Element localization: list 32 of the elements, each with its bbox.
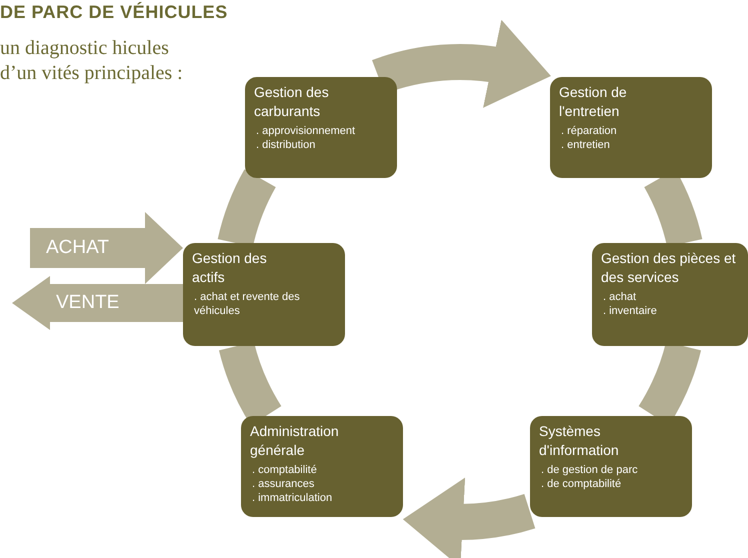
block-arrow bbox=[30, 212, 183, 284]
edge-label: VENTE bbox=[56, 292, 120, 314]
list-item: . approvisionnement bbox=[255, 124, 356, 138]
process-box bbox=[183, 243, 345, 346]
list-item: . distribution bbox=[255, 138, 316, 152]
box-heading: Systèmes d'information bbox=[539, 422, 620, 460]
intro-text: un diagnostic hicules d’un vités principales : bbox=[0, 36, 184, 86]
process-box bbox=[530, 416, 692, 517]
list-item: . comptabilité bbox=[251, 463, 317, 477]
process-box bbox=[592, 243, 748, 346]
box-heading: Gestion de l'entretien bbox=[559, 83, 628, 121]
process-box bbox=[245, 77, 397, 178]
edge-label: ACHAT bbox=[46, 237, 109, 259]
list-item: . immatriculation bbox=[251, 491, 332, 505]
title: DE PARC DE VÉHICULES bbox=[0, 2, 228, 23]
box-heading: Gestion des carburants bbox=[254, 83, 330, 121]
box-heading: Administration générale bbox=[250, 422, 340, 460]
list-item: . assurances bbox=[251, 477, 314, 491]
process-box bbox=[550, 77, 712, 178]
list-item: . réparation bbox=[560, 124, 617, 138]
list-item: . entretien bbox=[560, 138, 610, 152]
box-heading: Gestion des actifs bbox=[192, 249, 268, 287]
list-item: . de gestion de parc bbox=[540, 463, 638, 477]
list-item: . de comptabilité bbox=[540, 477, 622, 491]
list-item: . inventaire bbox=[602, 304, 657, 318]
list-item: . achat et revente des véhicules bbox=[193, 290, 301, 318]
block-arrow bbox=[12, 276, 183, 330]
process-box bbox=[241, 416, 403, 517]
cycle-arrow bbox=[372, 20, 552, 110]
list-item: . achat bbox=[602, 290, 636, 304]
cycle-arrow bbox=[402, 476, 534, 558]
box-heading: Gestion des pièces et des services bbox=[601, 249, 737, 287]
